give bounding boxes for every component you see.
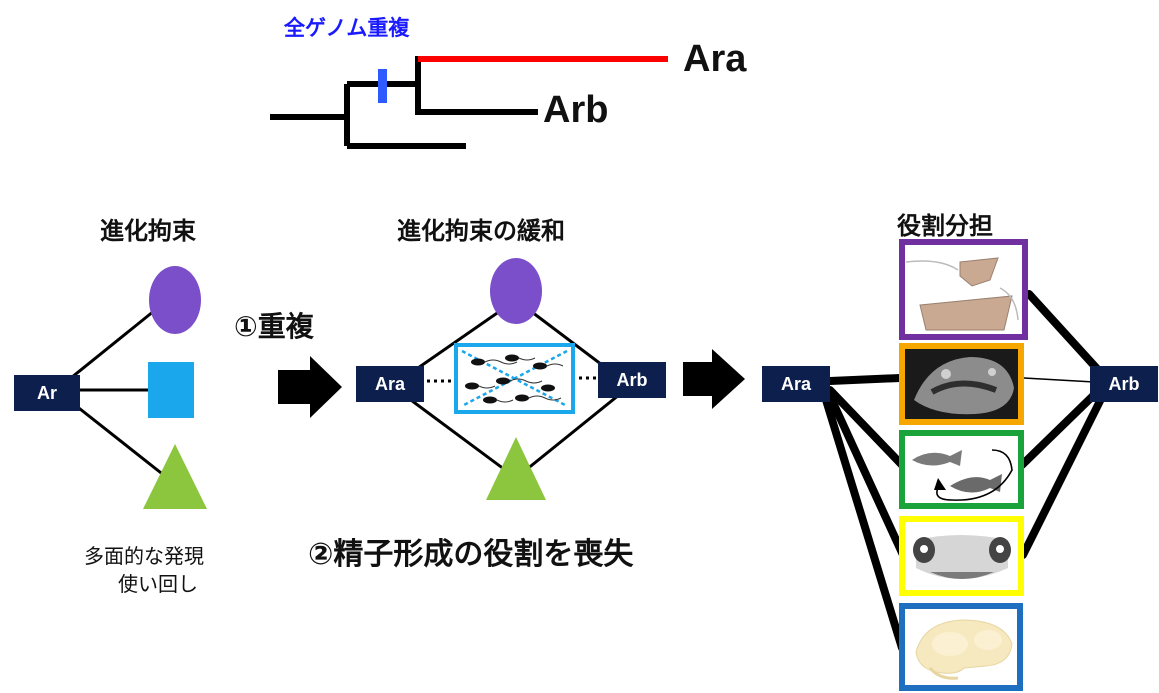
caption-pleiotropic: 多面的な発現 — [84, 544, 204, 568]
brain-image — [915, 619, 1013, 680]
title-relaxation: 進化拘束の緩和 — [397, 217, 565, 245]
phylogenetic-tree — [270, 56, 668, 149]
frame-fish-head — [899, 516, 1024, 596]
frame-head-xray — [899, 343, 1024, 425]
fin-tissue-image — [905, 257, 1019, 331]
title-constraint: 進化拘束 — [100, 217, 196, 245]
frame-fin — [899, 239, 1028, 340]
tree-leaf-arb: Arb — [543, 89, 609, 131]
node-arb-right: Arb — [1090, 366, 1158, 402]
edge-ara-frame-2 — [826, 374, 904, 385]
ellipse-shape — [490, 258, 542, 324]
caption-reuse: 使い回し — [118, 572, 198, 596]
frame-fish — [899, 430, 1024, 509]
head-xray-image — [914, 357, 1014, 415]
sperm-image-box — [454, 343, 575, 414]
sperm-cells-icon — [465, 354, 555, 404]
node-ar: Ar — [14, 375, 80, 411]
edge-arb-frame-3 — [1018, 388, 1101, 469]
edge-ara-frame-5 — [822, 396, 906, 652]
subfunction-edges — [822, 290, 1106, 652]
triangle-shape — [486, 437, 546, 500]
ellipse-shape — [149, 266, 201, 334]
constraint-network — [55, 266, 207, 509]
edge-arb-frame-2 — [1023, 377, 1095, 383]
step2-label: ②精子形成の役割を喪失 — [308, 537, 634, 572]
arrow-subfunctionalization — [683, 349, 745, 409]
cross-out-line — [461, 349, 568, 408]
node-ara-middle: Ara — [356, 366, 424, 402]
triangle-shape — [143, 444, 207, 509]
tree-leaf-ara: Ara — [683, 38, 747, 80]
fish-head-face-image — [913, 535, 1011, 579]
duplication-label: 全ゲノム重複 — [284, 16, 410, 40]
relaxation-network — [389, 258, 633, 500]
title-subfunction: 役割分担 — [897, 212, 993, 240]
edge-arb-frame-1 — [1025, 290, 1104, 376]
edge-ara-frame-3 — [826, 386, 906, 469]
sperm-tails — [478, 357, 564, 403]
duplication-marker — [378, 69, 387, 103]
edge-ara-frame-4 — [826, 392, 907, 559]
node-arb-middle: Arb — [598, 362, 666, 398]
arrow-duplication — [278, 356, 342, 418]
fish-swimming-image — [912, 449, 1013, 501]
edge-arb-frame-4 — [1019, 393, 1106, 559]
step1-label: ①重複 — [234, 310, 314, 343]
frame-brain — [899, 603, 1023, 691]
node-ara-right: Ara — [762, 366, 830, 402]
square-shape — [148, 362, 194, 418]
